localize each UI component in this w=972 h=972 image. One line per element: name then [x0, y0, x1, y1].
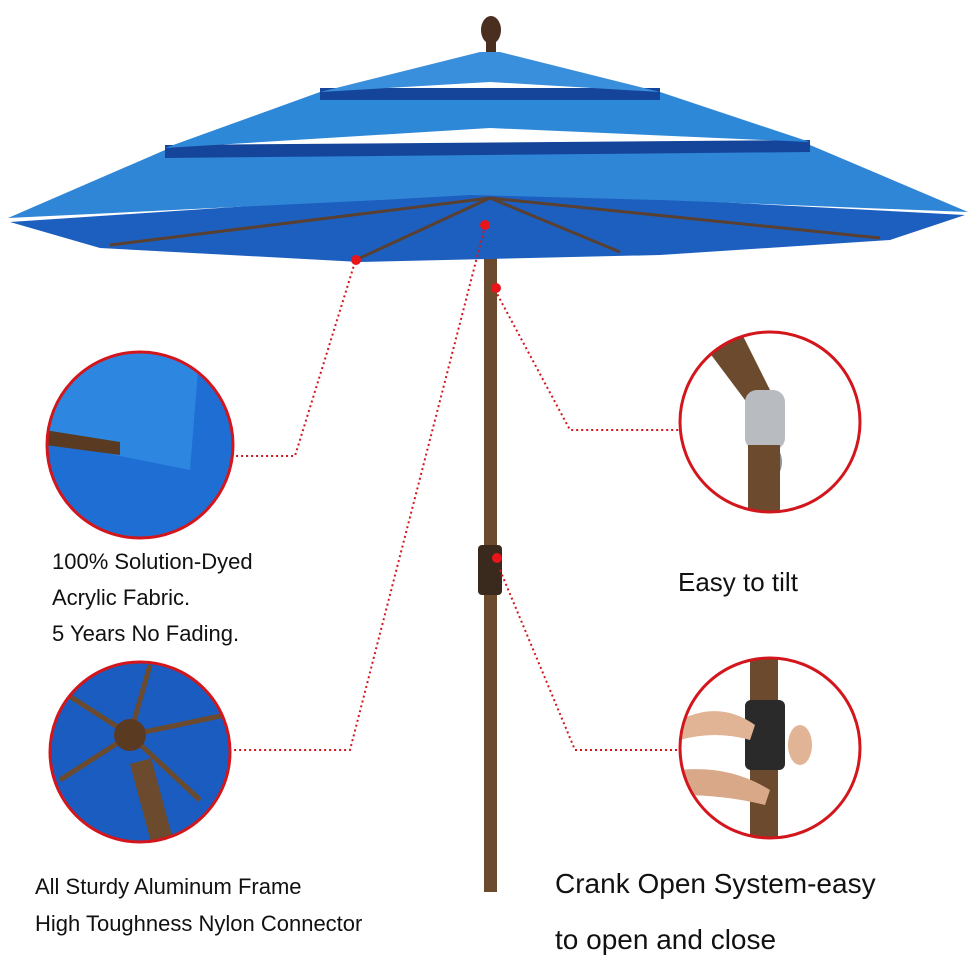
frame-feature-line-2: High Toughness Nylon Connector	[35, 911, 363, 936]
fabric-feature-line-2: Acrylic Fabric.	[52, 585, 191, 610]
callout-lines	[230, 225, 680, 751]
crank-handle-closeup-icon	[680, 658, 860, 838]
canopy-top-tier	[320, 52, 660, 92]
frame-feature-line-1: All Sturdy Aluminum Frame	[35, 874, 302, 899]
fabric-feature-line-3: 5 Years No Fading.	[52, 621, 240, 646]
fabric-feature-line-1: 100% Solution-Dyed	[52, 549, 253, 574]
canopy-middle-tier	[165, 92, 810, 148]
tilt-joint-closeup-icon	[680, 332, 860, 512]
canopy-lower-tier	[8, 145, 968, 218]
crank-feature-line-2: to open and close	[555, 924, 777, 955]
crank-feature-line-1: Crank Open System-easy	[555, 868, 876, 899]
crank-housing	[478, 545, 502, 595]
finial	[481, 16, 501, 44]
frame-hub-closeup-icon	[50, 662, 230, 842]
fabric-closeup-icon	[47, 352, 233, 538]
tilt-feature-label: Easy to tilt	[678, 567, 798, 597]
